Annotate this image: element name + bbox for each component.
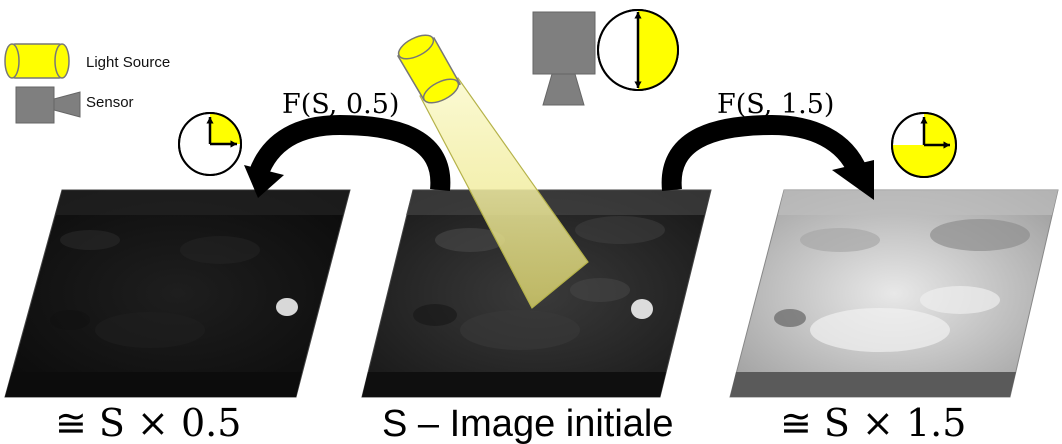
image-texture: [50, 230, 260, 348]
function-label-left: F(S, 0.5): [282, 89, 399, 120]
image-bright-right: [729, 189, 1059, 398]
image-texture: [774, 219, 1030, 352]
arrow-to-bright: [661, 114, 874, 200]
exposure-wedge: [638, 10, 678, 90]
light-source-label: Light Source: [86, 54, 170, 71]
legend: Light Source Sensor: [4, 43, 170, 124]
specular-spot: [631, 299, 653, 319]
exposure-clock-right: [891, 112, 957, 178]
function-label-right: F(S, 1.5): [717, 89, 834, 120]
exposure-clock-center: [597, 9, 679, 91]
sensor-icon: [15, 86, 81, 124]
caption-left: ≅ S × 0.5: [55, 401, 241, 444]
arrow-to-dark: [244, 114, 451, 198]
exposure-wedge: [210, 113, 241, 144]
sensor-camera: [532, 11, 596, 106]
image-dark-left: [4, 189, 351, 398]
caption-right: ≅ S × 1.5: [780, 401, 966, 444]
light-source-icon: [4, 43, 70, 79]
specular-spot: [276, 298, 298, 316]
image-texture: [413, 216, 665, 350]
sensor-label: Sensor: [86, 94, 134, 111]
exposure-clock-left: [178, 112, 242, 176]
caption-center: S – Image initiale: [382, 403, 674, 444]
light-source-lamp: [396, 34, 462, 104]
